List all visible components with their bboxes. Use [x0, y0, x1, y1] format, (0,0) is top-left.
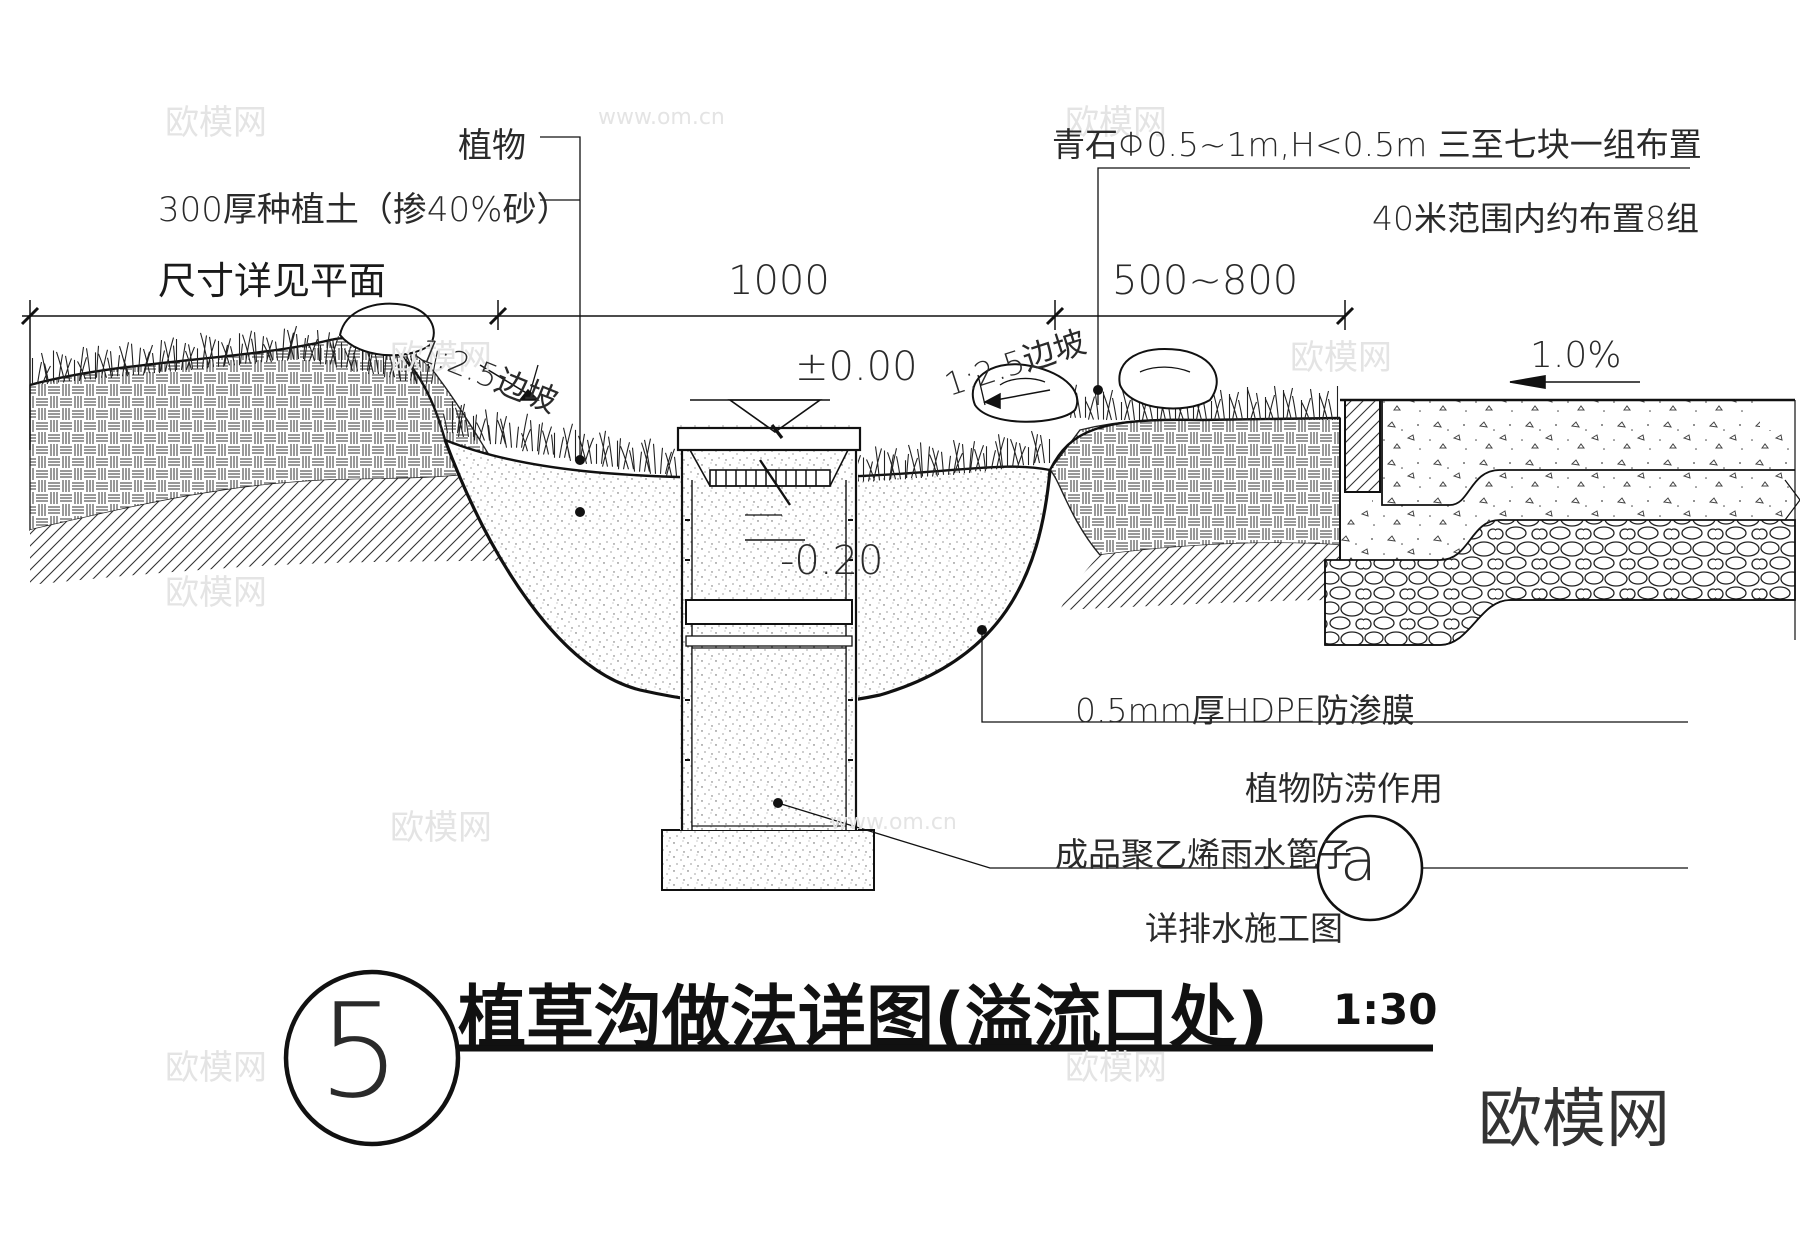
- leader-lines: [527, 136, 1690, 869]
- watermark: 欧模网: [1290, 338, 1392, 378]
- watermark: 欧模网: [1065, 103, 1167, 143]
- label-plants-function: 植物防涝作用: [1245, 769, 1443, 808]
- title-number-circle: [283, 969, 461, 1147]
- label-elev-grate: -0.20: [780, 538, 884, 584]
- watermark: 欧模网: [1065, 1048, 1167, 1088]
- swale-surface: [29, 336, 1341, 480]
- leader-dots: [575, 385, 1103, 808]
- label-dim-1000: 1000: [728, 258, 830, 304]
- label-dimension-note: 尺寸详见平面: [158, 259, 387, 303]
- label-elev-top: ±0.00: [795, 344, 918, 390]
- label-stone-spec: 青石Φ0.5~1m,H<0.5m 三至七块一组布置: [1052, 125, 1702, 164]
- watermark: 欧模网: [165, 103, 267, 143]
- label-dim-500-800: 500~800: [1112, 258, 1299, 304]
- callout-letter: a: [1340, 825, 1377, 895]
- label-plants: 植物: [458, 126, 526, 166]
- title-text: 植草沟做法详图(溢流口处): [458, 979, 1269, 1058]
- label-grate: 成品聚乙烯雨水篦子: [1055, 835, 1352, 874]
- title-number: 5: [318, 975, 401, 1127]
- brand-logo-text: 欧模网: [1478, 1083, 1670, 1157]
- watermark: www.om.cn: [598, 105, 725, 130]
- callout-circle: [1316, 814, 1424, 922]
- watermark: 欧模网: [390, 808, 492, 848]
- label-drainage-ref: 详排水施工图: [1145, 909, 1343, 948]
- watermark: www.om.cn: [830, 810, 957, 835]
- label-stone-groups: 40米范围内约布置8组: [1372, 199, 1699, 238]
- title-scale: 1:30: [1333, 985, 1438, 1034]
- road-slope-arrow: [1509, 375, 1640, 389]
- overflow-chamber: [661, 425, 875, 891]
- subsoil-left: [30, 470, 540, 585]
- road-section: [1324, 398, 1800, 646]
- watermark: 欧模网: [165, 1048, 267, 1088]
- watermark: 欧模网: [390, 338, 492, 378]
- label-soil: 300厚种植土（掺40%砂）: [158, 190, 571, 230]
- dimension-line: [20, 300, 1355, 450]
- elevation-marks: [690, 399, 830, 541]
- label-hdpe-membrane: 0.5mm厚HDPE防渗膜: [1075, 691, 1415, 730]
- slope-arrows: [479, 364, 1051, 410]
- watermark: 欧模网: [165, 573, 267, 613]
- label-road-slope: 1.0%: [1530, 335, 1622, 376]
- planting-soil-right: [1049, 417, 1341, 556]
- subsoil-right: [1060, 543, 1340, 610]
- boulders: [338, 302, 1218, 423]
